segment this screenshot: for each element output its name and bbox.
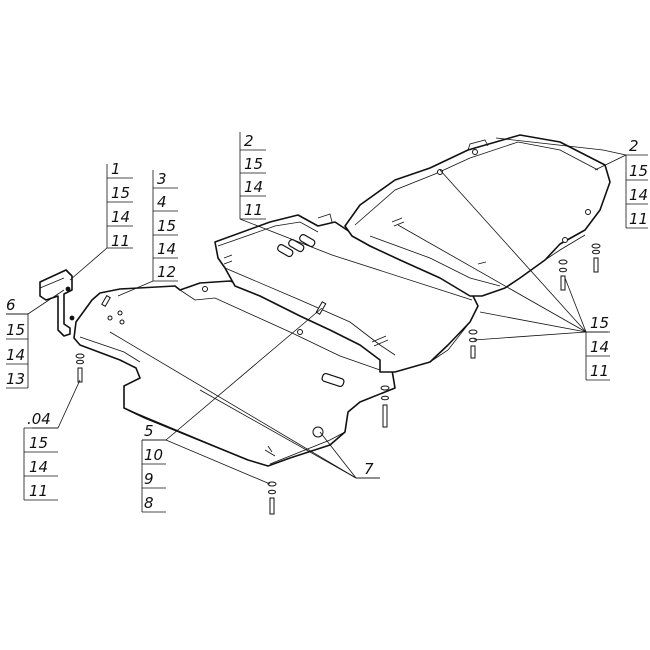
- callout-2b-washer: 15: [629, 162, 648, 180]
- callout-3-washer: 15: [157, 217, 176, 235]
- callout-3-part-b: 4: [157, 193, 167, 211]
- callout-5-nut: 10: [144, 446, 163, 464]
- callout-2a-bolt: 11: [244, 201, 263, 219]
- callout-1-spring-washer: 14: [111, 208, 130, 226]
- callout-3-spring-washer: 14: [157, 240, 176, 258]
- callout-2a-washer: 15: [244, 155, 263, 173]
- callout-stack-1: 1 15 14 11: [106, 160, 133, 250]
- callout-1-washer: 15: [111, 184, 130, 202]
- callout-6-bolt: 13: [6, 370, 25, 388]
- callout-15-spring-washer: 14: [590, 338, 609, 356]
- middle-skid-plate: [214, 213, 479, 373]
- callout-stack-2a: 2 15 14 11: [239, 132, 266, 219]
- callout-15-bolt: 11: [590, 362, 609, 380]
- callout-3-bolt: 12: [157, 263, 176, 281]
- callout-stack-15: 15 14 11: [585, 314, 610, 381]
- callout-5-bolt: 8: [144, 494, 154, 512]
- callout-3-part: 3: [157, 170, 167, 188]
- callout-1-bolt: 11: [111, 232, 130, 250]
- callout-stack-3: 3 4 15 14 12: [152, 170, 178, 281]
- callout-2b-part: 2: [629, 137, 639, 155]
- callout-stack-5: 5 10 9 8: [141, 422, 166, 513]
- callout-2b-bolt: 11: [629, 210, 648, 228]
- callout-04-washer: 15: [29, 434, 48, 452]
- callout-stack-04: .04 15 14 11: [23, 410, 58, 501]
- callout-6-part: 6: [6, 296, 16, 314]
- callout-2b-spring-washer: 14: [629, 186, 648, 204]
- callout-2a-part: 2: [244, 132, 254, 150]
- rear-skid-plate: [344, 134, 611, 297]
- callout-15-washer: 15: [590, 314, 609, 332]
- callout-6-spring-washer: 14: [6, 346, 25, 364]
- callout-2a-spring-washer: 14: [244, 178, 263, 196]
- front-skid-plate: [73, 280, 396, 467]
- callout-04-part: .04: [27, 410, 51, 428]
- callout-7: 7: [356, 460, 380, 479]
- callout-5-washer: 9: [144, 470, 154, 488]
- callout-7-part: 7: [364, 460, 374, 478]
- callout-5-part: 5: [144, 422, 154, 440]
- callout-stack-2b: 2 15 14 11: [625, 137, 648, 229]
- callout-1-part: 1: [111, 160, 121, 178]
- callout-6-washer: 15: [6, 321, 25, 339]
- callout-04-spring-washer: 14: [29, 458, 48, 476]
- callout-stack-6: 6 15 14 13: [6, 296, 29, 389]
- callout-04-bolt: 11: [29, 482, 48, 500]
